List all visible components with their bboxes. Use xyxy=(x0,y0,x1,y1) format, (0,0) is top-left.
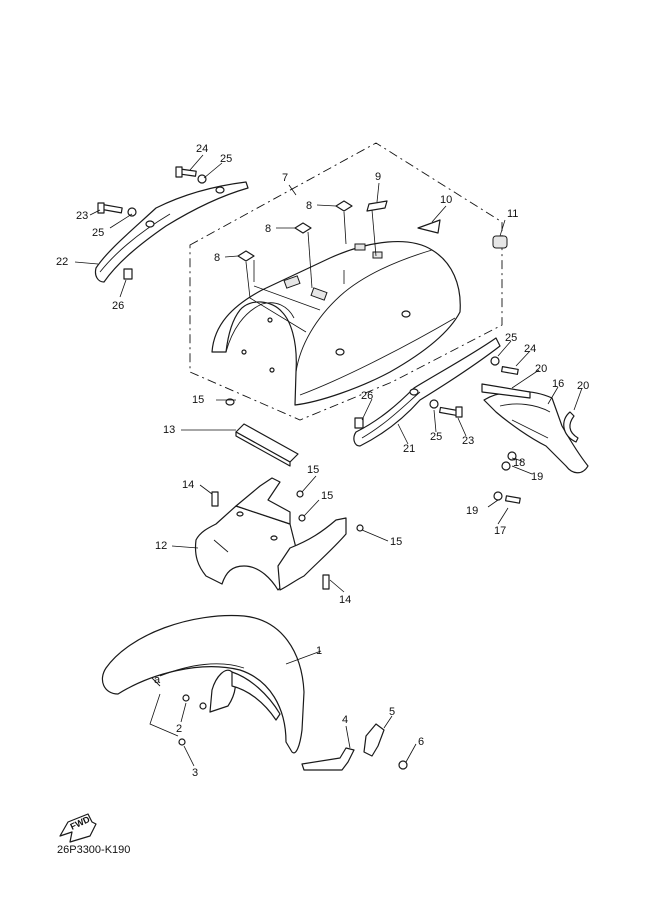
callout-21: 21 xyxy=(403,443,415,455)
callout-labels: 1 2 3 4 5 6 7 8 8 8 8 9 10 11 12 13 14 1… xyxy=(56,143,589,779)
callout-19b: 19 xyxy=(466,505,478,517)
callout-19a: 19 xyxy=(531,471,543,483)
callout-24a: 24 xyxy=(196,143,208,155)
callout-7: 7 xyxy=(282,172,288,184)
right-fender-rail xyxy=(353,337,501,447)
callout-15c: 15 xyxy=(321,490,333,502)
plate-13 xyxy=(235,423,299,467)
right-rail-fasteners xyxy=(429,356,519,418)
callout-15d: 15 xyxy=(390,536,402,548)
fender-mark: a xyxy=(154,674,161,686)
callout-8c: 8 xyxy=(306,200,312,212)
callout-6: 6 xyxy=(418,736,424,748)
callout-26a: 26 xyxy=(112,300,124,312)
callout-1: 1 xyxy=(316,645,322,657)
fwd-arrow-icon: FWD xyxy=(59,813,97,843)
callout-2: 2 xyxy=(176,723,182,735)
brake-hose-bracket xyxy=(301,723,408,771)
callout-16: 16 xyxy=(552,378,564,390)
callout-24b: 24 xyxy=(524,343,536,355)
callout-14a: 14 xyxy=(182,479,194,491)
callout-23a: 23 xyxy=(76,210,88,222)
callout-25d: 25 xyxy=(430,431,442,443)
left-rail-fasteners xyxy=(97,166,207,217)
callout-25a: 25 xyxy=(220,153,232,165)
rear-fender-group-boundary xyxy=(189,142,503,421)
callout-11: 11 xyxy=(507,208,518,220)
callout-8a: 8 xyxy=(214,252,220,264)
callout-8b: 8 xyxy=(265,223,271,235)
callout-17: 17 xyxy=(494,525,506,537)
left-fender-rail xyxy=(94,181,249,283)
callout-12: 12 xyxy=(155,540,167,552)
leader-lines xyxy=(74,154,583,767)
callout-18: 18 xyxy=(513,457,525,469)
callout-10: 10 xyxy=(440,194,452,206)
callout-25b: 25 xyxy=(92,227,104,239)
callout-9: 9 xyxy=(375,171,381,183)
callout-23b: 23 xyxy=(462,435,474,447)
inner-fender-box xyxy=(194,477,364,591)
callout-13: 13 xyxy=(163,424,175,436)
callout-4: 4 xyxy=(342,714,348,726)
callout-20b: 20 xyxy=(577,380,589,392)
callout-3: 3 xyxy=(192,767,198,779)
callout-15a: 15 xyxy=(192,394,204,406)
callout-15b: 15 xyxy=(307,464,319,476)
callout-20a: 20 xyxy=(535,363,547,375)
rear-fender xyxy=(211,241,461,406)
front-fender: a xyxy=(101,614,305,754)
drawing-code: 26P3300-K190 xyxy=(57,844,130,856)
callout-5: 5 xyxy=(389,706,395,718)
tail-light-bracket xyxy=(225,383,589,504)
callout-26b: 26 xyxy=(361,390,373,402)
callout-22: 22 xyxy=(56,256,68,268)
callout-25c: 25 xyxy=(505,332,517,344)
label-pads xyxy=(237,200,508,262)
callout-14b: 14 xyxy=(339,594,351,606)
